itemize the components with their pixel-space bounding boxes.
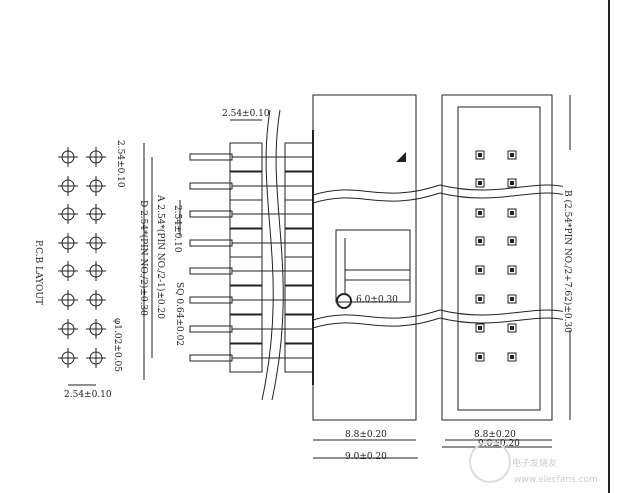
- top-break-lines: [439, 184, 576, 324]
- pin-housing: [229, 343, 263, 373]
- front-slot: [335, 229, 411, 303]
- pcb-pitch-vertical: 2.54±0.10: [115, 140, 125, 188]
- pin-housing: [229, 285, 263, 315]
- pin-square-core: [478, 181, 482, 185]
- pin-square-core: [478, 211, 482, 215]
- top-view-body: [441, 94, 553, 421]
- dim-a-label: A 2.54*(PIN NO./2-1)±0.20: [155, 194, 166, 319]
- pin-square: [475, 208, 485, 218]
- top-view-inner: [457, 106, 541, 411]
- pin: [189, 296, 233, 304]
- dim-b-bg: [563, 150, 577, 330]
- pin-housing: [229, 142, 263, 172]
- watermark-logo: [469, 441, 511, 483]
- pin-square: [507, 178, 517, 188]
- break-lines: [261, 109, 284, 401]
- pin: [189, 210, 233, 218]
- polarization-circle: [336, 293, 352, 309]
- pin-square-core: [478, 153, 482, 157]
- pin-housing: [229, 314, 263, 344]
- pin-square: [507, 150, 517, 160]
- pin-square-core: [478, 326, 482, 330]
- pin-square-core: [478, 355, 482, 359]
- pin-square: [507, 323, 517, 333]
- pin-square-core: [510, 268, 514, 272]
- pin-housing: [229, 256, 263, 286]
- pin-square: [475, 236, 485, 246]
- pin: [189, 182, 233, 190]
- pin-square: [475, 323, 485, 333]
- pin-square-core: [510, 239, 514, 243]
- pin-square-core: [478, 297, 482, 301]
- pin: [189, 153, 233, 161]
- pin-square: [507, 265, 517, 275]
- pin-square-core: [478, 239, 482, 243]
- pin-square: [475, 265, 485, 275]
- pcb-layout: [58, 147, 106, 368]
- dim-b-label: B (2.54*PIN NO./2+7.62)±0.30: [562, 190, 573, 333]
- pin-housing: [229, 199, 263, 229]
- pin-square-core: [510, 326, 514, 330]
- pcb-pitch-horizontal: 2.54±0.10: [64, 390, 112, 400]
- top-width-inner: 8.8±0.20: [474, 430, 516, 440]
- pin-square: [507, 208, 517, 218]
- side-pitch-mid: 2.54±0.10: [172, 205, 182, 253]
- front-width-outer: 9.0±0.20: [345, 452, 387, 462]
- front-break-lines: [312, 184, 441, 329]
- pin-square-core: [478, 268, 482, 272]
- pin-square-core: [510, 181, 514, 185]
- pin-square-core: [510, 355, 514, 359]
- pin-square: [475, 150, 485, 160]
- top-view-pins: [475, 150, 517, 362]
- pin-square-core: [510, 153, 514, 157]
- side-pitch-top: 2.54±0.10: [222, 109, 270, 119]
- pin-square: [475, 352, 485, 362]
- pin: [189, 267, 233, 275]
- pin: [189, 325, 233, 333]
- pin: [189, 239, 233, 247]
- pin: [189, 354, 233, 362]
- pin-square-core: [510, 297, 514, 301]
- pcb-layout-title: P.C.B LAYOUT: [33, 240, 43, 305]
- pcb-hole-diameter: φ1.02±0.05: [112, 318, 122, 372]
- pin-square: [475, 178, 485, 188]
- side-view: [189, 130, 314, 385]
- pin-square: [507, 352, 517, 362]
- pin-square: [507, 294, 517, 304]
- pin1-triangle-icon: [396, 152, 406, 162]
- front-width-inner: 8.8±0.20: [345, 430, 387, 440]
- watermark-cn: 电子发烧友: [512, 457, 557, 469]
- pin-square: [475, 294, 485, 304]
- slot-dim: 6.0±0.30: [356, 295, 398, 305]
- pin-square-label: SQ 0.64±0.02: [174, 282, 184, 346]
- front-view-body: [312, 94, 417, 421]
- watermark-url: www.elecfans.com: [514, 475, 598, 485]
- pin-square-core: [510, 211, 514, 215]
- pin-square: [507, 236, 517, 246]
